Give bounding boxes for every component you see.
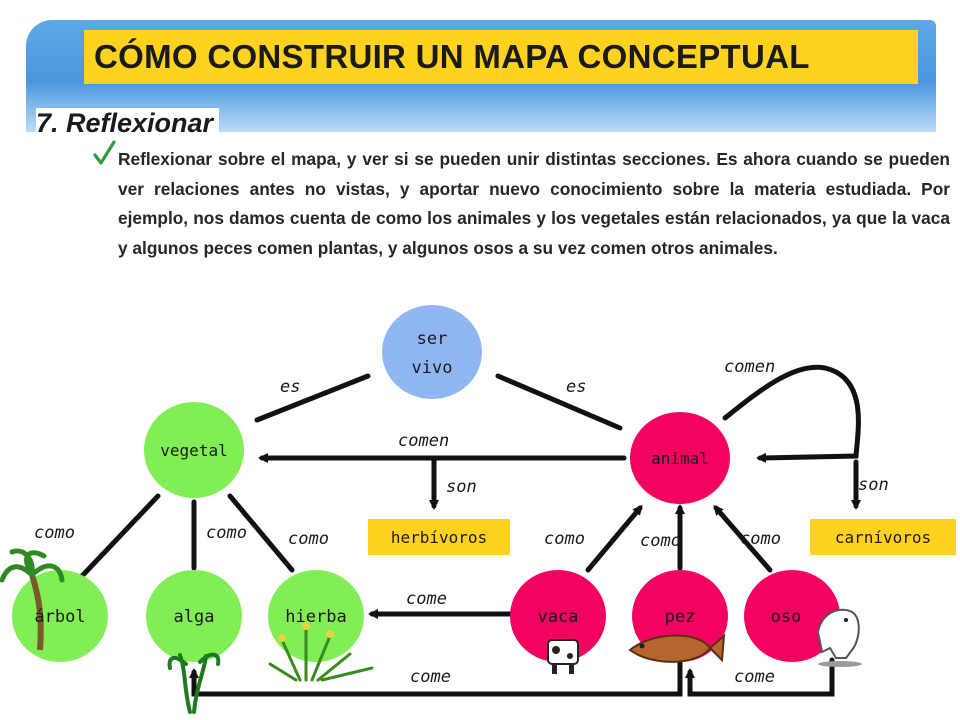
node-ser-vivo (382, 305, 482, 399)
fish-icon (628, 633, 726, 663)
arrow-vaca-animal (585, 504, 643, 573)
link-label-son-right: son (858, 475, 889, 495)
line-ser-vivo-vegetal (254, 373, 371, 423)
node-oso (744, 570, 840, 662)
step-title: 7. Reflexionar (36, 108, 220, 139)
node-animal-label: animal (651, 449, 709, 468)
node-animal (630, 412, 730, 504)
palm-tree-icon (0, 548, 65, 651)
link-label-comen-mid: comen (398, 431, 449, 451)
link-label-como-arbol: como (34, 523, 75, 543)
link-label-como-pez: como (640, 531, 681, 551)
node-ser-vivo-label-1: ser (417, 329, 448, 349)
link-label-como-hierba: como (288, 529, 329, 549)
node-vaca (510, 570, 606, 662)
node-vegetal (144, 402, 244, 498)
node-herbivoros-label: herbívoros (391, 528, 487, 547)
node-hierba (268, 570, 364, 662)
line-vegetal-hierba (227, 493, 295, 573)
node-pez-label: pez (665, 607, 696, 627)
node-herbivoros (368, 519, 510, 555)
link-label-es-right: es (566, 377, 586, 397)
link-label-como-alga: como (206, 523, 247, 543)
node-vegetal-label: vegetal (160, 441, 227, 460)
link-label-es-left: es (280, 377, 300, 397)
node-carnivoros (810, 519, 956, 555)
arrow-animal-loop (722, 364, 861, 463)
node-carnivoros-label: carnívoros (835, 528, 931, 547)
title-banner: CÓMO CONSTRUIR UN MAPA CONCEPTUAL (84, 30, 918, 84)
grass-icon (268, 622, 374, 682)
node-alga (146, 570, 242, 662)
node-arbol-label: árbol (34, 607, 85, 627)
node-ser-vivo-label-2: vivo (412, 358, 453, 378)
seaweed-icon (167, 652, 221, 714)
line-vegetal-arbol (79, 493, 161, 579)
line-ser-vivo-animal (495, 373, 623, 431)
node-hierba-label: hierba (285, 607, 346, 627)
link-label-como-oso: como (740, 529, 781, 549)
link-label-como-vaca: como (544, 529, 585, 549)
slide-title: CÓMO CONSTRUIR UN MAPA CONCEPTUAL (94, 38, 810, 75)
node-oso-label: oso (771, 607, 802, 627)
arrow-pez-alga (189, 657, 683, 697)
arrow-oso-animal (713, 504, 773, 573)
link-label-comen-loop: comen (724, 357, 775, 377)
polar-bear-icon (816, 608, 862, 667)
arrow-oso-pez (685, 657, 835, 697)
link-label-son-mid: son (446, 477, 477, 497)
cow-icon (547, 639, 579, 674)
node-vaca-label: vaca (538, 607, 579, 627)
checkmark-icon (93, 140, 116, 165)
node-alga-label: alga (174, 607, 215, 627)
link-label-come-vaca: come (406, 589, 447, 609)
link-label-come-oso: come (734, 667, 775, 687)
explanation-paragraph: Reflexionar sobre el mapa, y ver si se p… (118, 149, 950, 258)
link-label-come-bottom: come (410, 667, 451, 687)
